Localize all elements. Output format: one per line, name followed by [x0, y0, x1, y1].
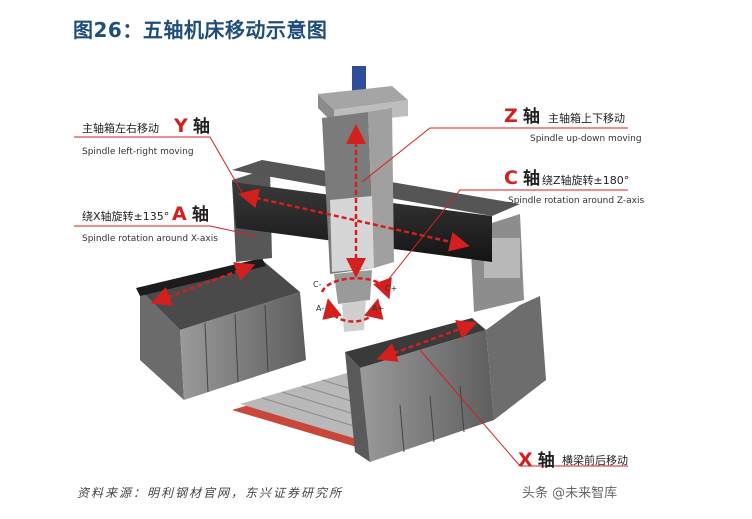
z-axis-description: 主轴箱上下移动 — [548, 112, 625, 125]
y-axis-description: 主轴箱左右移动 — [82, 122, 159, 135]
y-leader — [74, 136, 245, 197]
z-axis-english: Spindle up-down moving — [530, 134, 642, 144]
a-leader — [74, 225, 257, 237]
left-base — [136, 258, 306, 400]
c-leader — [379, 189, 628, 291]
c-axis-label: C 轴 — [504, 167, 541, 189]
z-leader — [361, 127, 628, 183]
a-axis-english: Spindle rotation around X-axis — [82, 234, 218, 244]
a-plus-tag: A+ — [372, 304, 385, 313]
a-axis-label: A 轴 — [172, 203, 209, 225]
a-rotation-arrow — [322, 298, 384, 323]
source-footnote: 资料来源：明利钢材官网，东兴证券研究所 — [77, 486, 344, 500]
y-axis-english: Spindle left-right moving — [82, 147, 194, 157]
z-axis-label: Z 轴 — [504, 105, 540, 127]
a-minus-tag: A- — [316, 304, 325, 313]
x-axis-label: X 轴 — [518, 449, 555, 471]
watermark: 头条 @未来智库 — [522, 486, 618, 501]
x-axis-description: 横梁前后移动 — [562, 454, 628, 467]
c-plus-tag: C+ — [385, 284, 398, 293]
c-minus-tag: C- — [313, 280, 322, 289]
x-leader — [419, 349, 628, 467]
x-arrow-left — [150, 262, 256, 306]
y-axis-label: Y 轴 — [174, 115, 210, 137]
x-arrow-right — [376, 320, 478, 362]
c-axis-english: Spindle rotation around Z-axis — [508, 196, 645, 206]
figure-title: 图26：五轴机床移动示意图 — [73, 18, 328, 42]
leader-lines — [74, 127, 628, 467]
c-axis-description: 绕Z轴旋转±180° — [542, 174, 630, 187]
a-axis-description: 绕X轴旋转±135° — [82, 210, 170, 223]
